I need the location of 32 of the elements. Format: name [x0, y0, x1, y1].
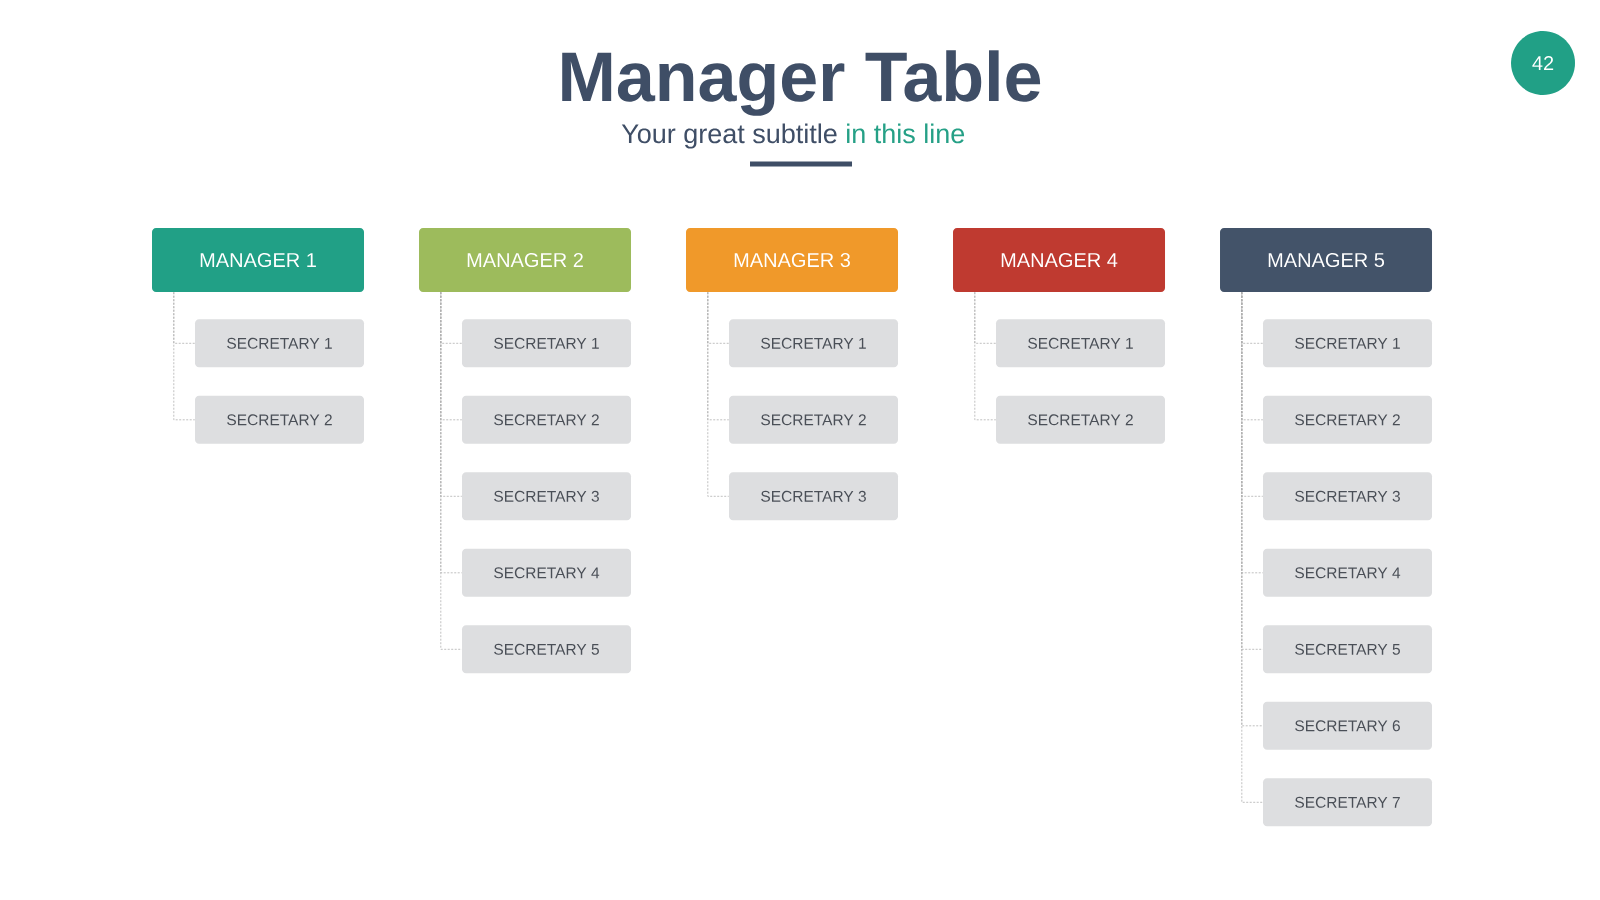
subtitle-highlight: in this line: [847, 123, 965, 144]
secretary-box: SECRETARY 3: [1263, 472, 1432, 521]
connector-line: [974, 291, 997, 421]
secretary-box: SECRETARY 2: [195, 395, 364, 444]
manager-box: MANAGER 5: [1220, 228, 1432, 292]
manager-box: MANAGER 4: [953, 228, 1165, 292]
secretary-box: SECRETARY 4: [462, 548, 631, 597]
secretary-box: SECRETARY 7: [1263, 778, 1432, 827]
secretary-box: SECRETARY 1: [729, 319, 898, 368]
connector-line: [707, 291, 730, 497]
secretary-box: SECRETARY 2: [462, 395, 631, 444]
page-number-badge: 42: [1511, 31, 1575, 95]
secretary-box: SECRETARY 1: [1263, 319, 1432, 368]
secretary-box: SECRETARY 2: [996, 395, 1165, 444]
secretary-box: SECRETARY 5: [1263, 625, 1432, 674]
subtitle: Your great subtitle: [621, 123, 837, 149]
secretary-box: SECRETARY 4: [1263, 548, 1432, 597]
manager-box: MANAGER 1: [152, 228, 364, 292]
secretary-box: SECRETARY 6: [1263, 701, 1432, 750]
connector-line: [173, 291, 196, 421]
secretary-box: SECRETARY 1: [996, 319, 1165, 368]
secretary-box: SECRETARY 1: [195, 319, 364, 368]
title: Manager Table: [562, 50, 1041, 116]
manager-box: MANAGER 3: [686, 228, 898, 292]
secretary-box: SECRETARY 5: [462, 625, 631, 674]
manager-box: MANAGER 2: [419, 228, 631, 292]
secretary-box: SECRETARY 3: [462, 472, 631, 521]
secretary-box: SECRETARY 1: [462, 319, 631, 368]
secretary-box: SECRETARY 2: [729, 395, 898, 444]
secretary-box: SECRETARY 2: [1263, 395, 1432, 444]
connector-line: [440, 291, 463, 650]
secretary-box: SECRETARY 3: [729, 472, 898, 521]
